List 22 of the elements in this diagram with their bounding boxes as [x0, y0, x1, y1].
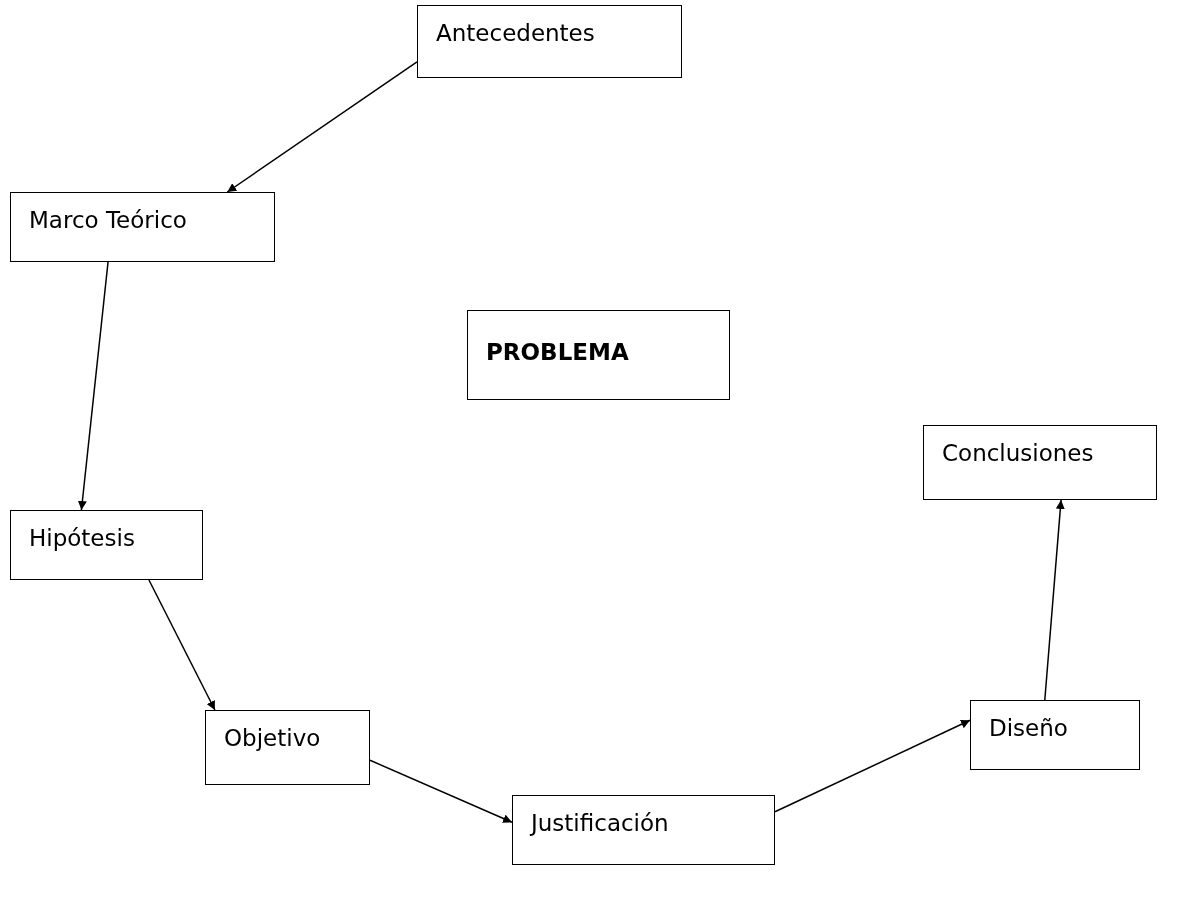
arrow	[1044, 499, 1065, 701]
central-box	[467, 310, 730, 400]
arrow	[226, 61, 418, 193]
central-label: PROBLEMA	[486, 339, 629, 365]
step-box	[923, 425, 1157, 500]
step-label: Diseño	[989, 715, 1068, 741]
step-box	[205, 710, 370, 785]
step-box	[512, 795, 775, 865]
step-label: Antecedentes	[436, 20, 595, 46]
step-box	[10, 192, 275, 262]
step-label: Objetivo	[224, 725, 321, 751]
arrow	[148, 579, 216, 711]
step-label: Conclusiones	[942, 440, 1094, 466]
step-label: Marco Teórico	[29, 207, 187, 233]
step-box	[417, 5, 682, 78]
arrow	[369, 759, 513, 824]
step-box	[970, 700, 1140, 770]
arrow	[774, 719, 971, 813]
step-box	[10, 510, 203, 580]
step-label: Hipótesis	[29, 525, 135, 551]
arrow	[77, 261, 109, 511]
step-label: Justificación	[531, 810, 669, 836]
